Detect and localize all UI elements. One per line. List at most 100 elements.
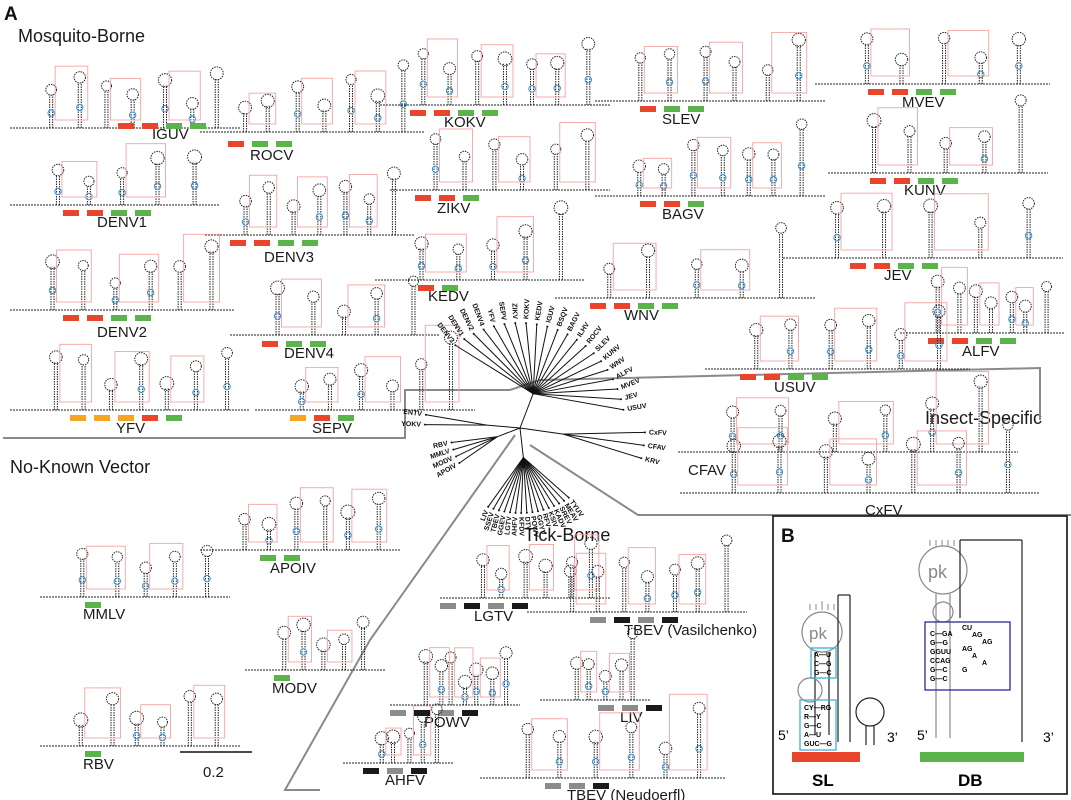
hairpin-loop — [76, 547, 89, 560]
tree-tip — [642, 444, 645, 447]
hairpin-loop — [580, 128, 595, 142]
structure-usuv: USUV — [705, 302, 970, 396]
hairpin-loop — [434, 659, 449, 673]
tree-branch — [533, 388, 618, 395]
sl-label: SL — [812, 771, 834, 790]
hairpin-loop — [1041, 280, 1053, 292]
hairpin-loop — [45, 254, 60, 270]
pseudoknot-bracket — [877, 107, 918, 166]
hairpin-loop — [296, 617, 311, 633]
tree-tip — [525, 322, 528, 325]
internal-loop — [661, 763, 670, 771]
internal-loop — [738, 281, 746, 290]
hairpin-loop — [974, 51, 988, 64]
internal-loop — [521, 256, 530, 265]
tree-branch — [487, 457, 524, 508]
internal-loop — [374, 114, 382, 122]
tree-leaf-label: MVEV — [620, 377, 641, 391]
pseudoknot-bracket — [249, 174, 278, 228]
tree-leaf-label: LIV — [480, 509, 491, 522]
hairpin-loop — [486, 238, 500, 252]
pseudoknot-bracket — [301, 77, 333, 125]
internal-loop — [775, 468, 784, 476]
tree-branch — [520, 457, 524, 514]
structure-lgtv: LGTV — [440, 534, 610, 625]
tree-tip — [424, 413, 427, 416]
element-bar-gray — [488, 603, 504, 609]
pseudoknot-bracket — [829, 438, 877, 486]
sl-base-pair: CY—RG — [804, 705, 832, 712]
element-bar-gray — [390, 710, 406, 716]
sl-base-pair: G—C — [804, 723, 822, 730]
group-label-noknown: No-Known Vector — [10, 457, 150, 477]
internal-loop — [399, 100, 408, 108]
internal-loop — [587, 571, 595, 580]
tree-branch — [504, 323, 534, 394]
element-bar-red — [614, 303, 630, 309]
sl-bottom-box — [799, 699, 837, 751]
pseudoknot-bracket — [941, 266, 968, 326]
hairpin-loop — [238, 512, 251, 526]
tree-branch — [532, 345, 586, 395]
tree-branch — [519, 393, 534, 429]
internal-loop — [719, 174, 727, 182]
hairpin-loop — [73, 712, 89, 728]
hairpin-loop — [553, 200, 569, 215]
hairpin-loop — [418, 649, 434, 664]
element-bar-orange — [70, 415, 86, 421]
structure-ahfv: AHFV — [343, 703, 453, 789]
db-label: DB — [958, 771, 983, 790]
hairpin-loop — [370, 287, 383, 300]
hairpin-loop — [827, 411, 842, 426]
tree-tip — [584, 345, 587, 348]
db-sequence: C—GA — [930, 631, 953, 638]
pseudoknot-bracket — [429, 647, 450, 698]
element-bar-red — [254, 240, 270, 246]
tree-branch — [532, 324, 538, 394]
tree-tip — [514, 511, 517, 514]
hairpin-loop — [105, 692, 120, 706]
pseudoknot-bracket — [759, 315, 799, 362]
hairpin-loop — [289, 496, 304, 511]
hairpin-loop — [340, 504, 356, 520]
db-element-bar — [920, 752, 1024, 762]
internal-loop — [265, 536, 273, 545]
hairpin-loop — [538, 558, 553, 573]
internal-loop — [592, 758, 600, 766]
element-bar-red — [410, 110, 426, 116]
internal-loop — [1015, 62, 1023, 70]
tree-branch — [522, 457, 555, 507]
db-three-prime-label: 3’ — [1043, 729, 1054, 745]
structure-kokv: KOKV — [380, 36, 610, 131]
tree-leaf-label: YFV — [486, 308, 496, 323]
internal-loop — [488, 689, 497, 697]
virus-label: MODV — [272, 680, 317, 697]
internal-loop — [161, 105, 169, 113]
virus-label: USUV — [774, 379, 816, 396]
hairpin-loop — [126, 88, 139, 101]
hairpin-loop — [260, 93, 275, 108]
internal-loop — [419, 80, 428, 88]
sl-base-pair: A—U — [804, 732, 821, 739]
tree-tip — [463, 338, 466, 341]
hairpin-loop — [338, 633, 350, 645]
element-bar-green — [260, 555, 276, 561]
hairpin-loop — [830, 200, 844, 215]
db-sequence: GGUU — [930, 649, 951, 656]
internal-loop — [365, 217, 373, 225]
internal-loop — [518, 174, 526, 183]
hairpin-loop — [974, 216, 987, 229]
hairpin-loop — [417, 48, 429, 60]
db-loop-base: AG — [972, 632, 983, 639]
pseudoknot-bracket — [479, 657, 501, 698]
element-bar-black — [593, 783, 609, 789]
hairpin-loop — [77, 260, 89, 272]
virus-label: AHFV — [385, 772, 425, 789]
db-loop-base: AG — [982, 639, 993, 646]
element-bar-green — [812, 374, 828, 380]
element-bar-red — [874, 263, 890, 269]
tree-leaf-label: POWV — [529, 516, 539, 539]
hairpin-loop — [795, 118, 808, 130]
hairpin-loop — [385, 729, 401, 744]
element-bar-green — [482, 110, 498, 116]
